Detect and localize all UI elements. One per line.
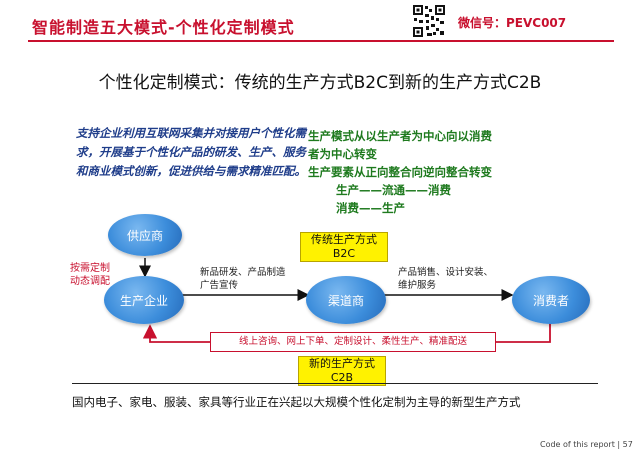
- green-line: 者为中心转变: [308, 147, 377, 161]
- traditional-mode-box: 传统生产方式 B2C: [300, 232, 388, 262]
- qr-code-icon: [412, 4, 446, 38]
- c2b-process-box: 线上咨询、网上下单、定制设计、柔性生产、精准配送: [210, 332, 496, 352]
- on-demand-label: 按需定制 动态调配: [70, 263, 110, 287]
- node-supplier: 供应商: [108, 214, 182, 256]
- green-line: 生产要素从正向整合向逆向整合转变: [308, 165, 492, 179]
- enterprise-to-channel-label: 新品研发、产品制造 广告宣传: [200, 267, 286, 291]
- node-channel: 渠道商: [306, 276, 386, 324]
- header-divider: [28, 40, 614, 42]
- node-consumer: 消费者: [512, 276, 590, 324]
- wechat-id: 微信号：PEVC007: [458, 16, 567, 30]
- green-line: 消费——生产: [336, 201, 405, 215]
- bottom-divider: [72, 383, 598, 384]
- transformation-points: 生产模式从以生产者为中心向以消费 者为中心转变 生产要素从正向整合向逆向整合转变…: [308, 127, 492, 217]
- channel-to-consumer-label: 产品销售、设计安装、 维护服务: [398, 267, 494, 291]
- new-mode-box: 新的生产方式 C2B: [298, 356, 386, 386]
- footer-page-info: Code of this report | 57: [540, 440, 633, 449]
- green-line: 生产——流通——消费: [336, 183, 451, 197]
- main-title: 个性化定制模式：传统的生产方式B2C到新的生产方式C2B: [98, 73, 542, 93]
- node-enterprise: 生产企业: [104, 276, 184, 324]
- header-title: 智能制造五大模式-个性化定制模式: [32, 18, 295, 37]
- green-line: 生产模式从以生产者为中心向以消费: [308, 129, 492, 143]
- description-paragraph: 支持企业利用互联网采集并对接用户个性化需求，开展基于个性化产品的研发、生产、服务…: [76, 126, 306, 178]
- bottom-conclusion: 国内电子、家电、服装、家具等行业正在兴起以大规模个性化定制为主导的新型生产方式: [72, 395, 521, 409]
